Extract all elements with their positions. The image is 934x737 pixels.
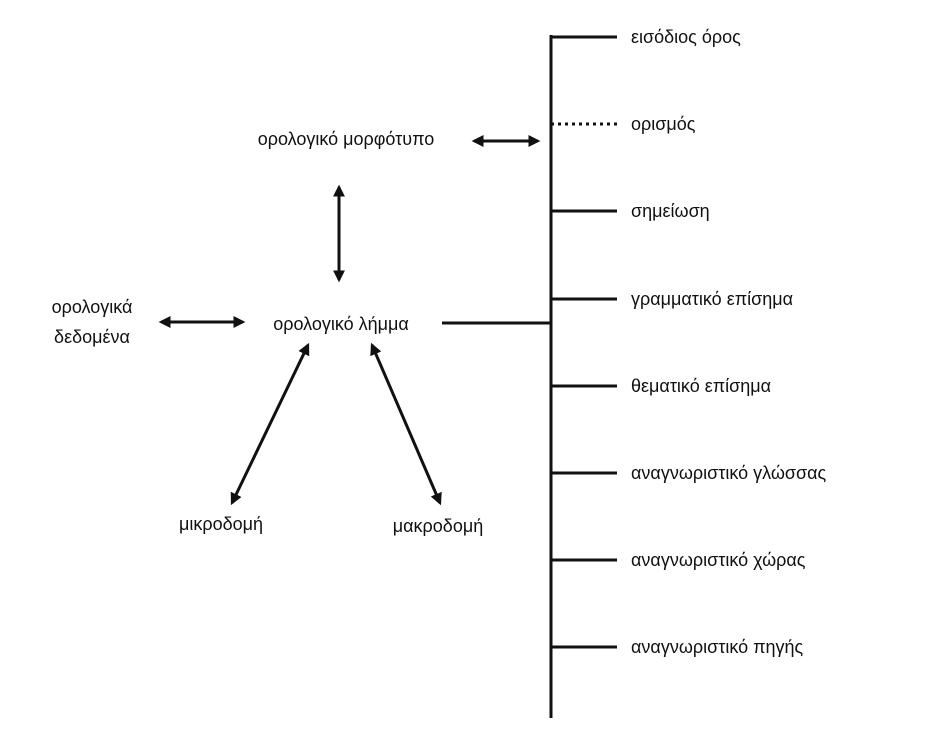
branch-label: σημείωση <box>631 201 710 221</box>
microstructure-label: μικροδομή <box>179 514 263 534</box>
branch-list: εισόδιος όρος ορισμός σημείωση γραμματικό ε… <box>551 27 827 657</box>
entry-label: ορολογικό λήμμα <box>273 314 409 334</box>
branch-label: γραμματικό επίσημα <box>631 289 793 309</box>
data-label-line2: δεδομένα <box>54 327 130 347</box>
branch-label: αναγνωριστικό πηγής <box>631 637 804 657</box>
branch-label: εισόδιος όρος <box>631 27 741 47</box>
macrostructure-label: μακροδομή <box>393 516 483 536</box>
branch-label: ορισμός <box>631 114 696 134</box>
branch-label: αναγνωριστικό χώρας <box>631 550 806 570</box>
data-label-line1: ορολογικά <box>52 297 133 317</box>
entry-micro-arrow <box>230 342 310 506</box>
template-label: ορολογικό μορφότυπο <box>258 129 435 149</box>
branch-label: θεματικό επίσημα <box>631 376 771 396</box>
entry-macro-arrow <box>370 342 442 506</box>
branch-label: αναγνωριστικό γλώσσας <box>631 463 827 483</box>
